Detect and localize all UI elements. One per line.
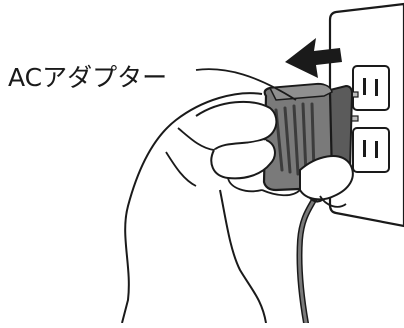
cable-icon	[299, 192, 322, 323]
ac-adapter-label: ACアダプター	[8, 58, 167, 94]
